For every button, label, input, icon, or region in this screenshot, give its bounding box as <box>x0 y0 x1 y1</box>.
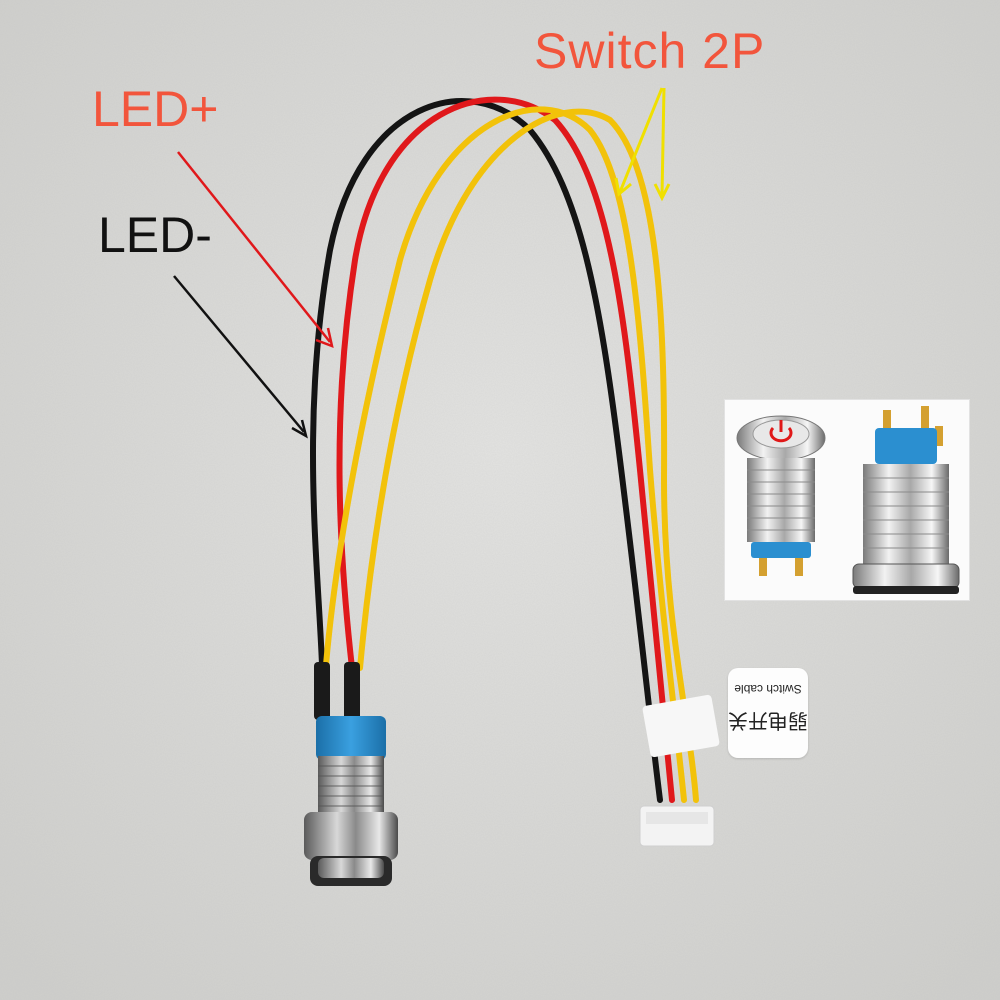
switch-blue-base <box>316 716 386 760</box>
inset-illustration <box>725 400 969 600</box>
yellow-wire-1 <box>323 106 687 803</box>
led-plus-label: LED+ <box>92 81 219 137</box>
annotation-arrows <box>173 87 671 439</box>
cable-tag: Switch cable 弱电开关 <box>728 668 808 758</box>
switch-nut <box>304 812 398 860</box>
tag-english-text: Switch cable <box>734 682 802 696</box>
inset-front-switch <box>736 415 826 576</box>
red-wire <box>336 96 675 803</box>
tag-chinese-text: 弱电开关 <box>728 709 808 731</box>
switch-cap <box>318 858 384 878</box>
wire-bundle <box>309 96 699 803</box>
black-sleeve <box>344 662 360 720</box>
power-symbol-icon <box>769 420 793 443</box>
connector-slot <box>646 812 708 824</box>
inset-back-switch <box>852 406 960 594</box>
led-minus-arrowhead <box>291 419 308 439</box>
switch-pointer-2 <box>660 87 666 197</box>
connector-label-band <box>642 694 720 758</box>
led-minus-label: LED- <box>98 207 212 263</box>
led-plus-pointer <box>177 151 331 343</box>
switch-arrowhead-1 <box>614 177 632 197</box>
product-inset <box>724 399 970 601</box>
switch-terminal-icon <box>883 406 943 446</box>
switch-2p-label: Switch 2P <box>534 23 766 79</box>
yellow-wire-2 <box>357 108 699 803</box>
led-minus-pointer <box>173 275 305 433</box>
led-plus-arrowhead <box>315 327 334 348</box>
black-sleeve <box>314 662 330 720</box>
switch-pointer-1 <box>618 87 664 193</box>
connector-end <box>639 694 720 847</box>
switch-arrowhead-2 <box>653 183 671 202</box>
push-button-switch <box>304 716 398 886</box>
